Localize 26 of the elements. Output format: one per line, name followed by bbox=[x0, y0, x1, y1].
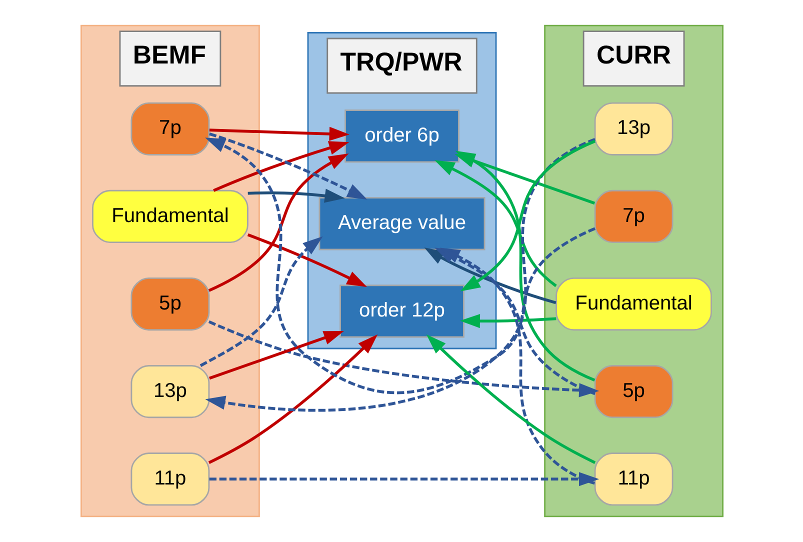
node-box: 5p bbox=[594, 365, 673, 418]
node-box: 13p bbox=[594, 102, 673, 156]
node-box: 11p bbox=[130, 452, 210, 506]
node-box: order 6p bbox=[344, 110, 459, 163]
node-box: 7p bbox=[594, 190, 673, 244]
node-box: 13p bbox=[130, 365, 210, 418]
arrow bbox=[199, 236, 322, 367]
arrow bbox=[208, 126, 349, 141]
arrow bbox=[208, 132, 367, 200]
arrow bbox=[454, 154, 595, 205]
arrow bbox=[208, 331, 344, 380]
arrow bbox=[247, 188, 344, 203]
arrow bbox=[439, 248, 595, 485]
node-box: 11p bbox=[594, 452, 673, 506]
arrow bbox=[212, 141, 349, 192]
node-box: Average value bbox=[318, 197, 485, 250]
node-box: Fundamental bbox=[555, 277, 712, 331]
node-box: 7p bbox=[130, 102, 210, 156]
node-box: Fundamental bbox=[91, 190, 248, 244]
node-box: order 12p bbox=[339, 284, 464, 338]
arrow bbox=[208, 154, 348, 292]
arrow bbox=[208, 334, 378, 464]
node-box: 5p bbox=[130, 277, 210, 331]
arrow bbox=[460, 140, 596, 292]
arrow bbox=[426, 334, 596, 464]
arrow bbox=[459, 314, 556, 328]
